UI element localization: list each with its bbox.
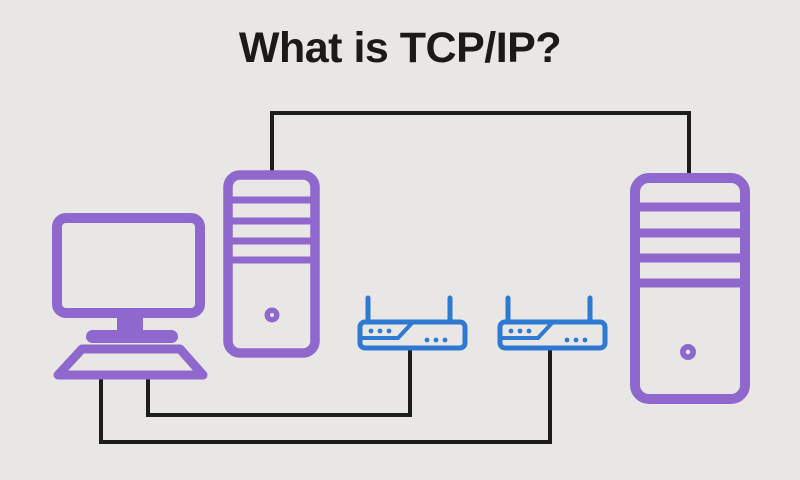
router-led <box>424 337 430 343</box>
router-led <box>517 328 523 334</box>
router-panel-divider <box>501 321 554 340</box>
wire-computer-to-router-1 <box>146 344 412 417</box>
router-icon-1 <box>357 295 468 351</box>
power-button-dot <box>685 349 691 355</box>
router-icon-2 <box>497 295 608 351</box>
keyboard-icon <box>53 344 208 380</box>
router-led <box>368 328 374 334</box>
router-led <box>564 337 570 343</box>
wire-computer-to-router-2 <box>99 344 552 444</box>
monitor-base <box>86 330 178 343</box>
server-tower-icon-left <box>223 170 320 358</box>
power-button-dot <box>270 313 274 317</box>
router-led <box>442 337 448 343</box>
router-body <box>357 319 468 351</box>
router-led <box>433 337 439 343</box>
router-led <box>582 337 588 343</box>
router-led <box>526 328 532 334</box>
page-title: What is TCP/IP? <box>238 24 562 72</box>
router-panel-divider <box>361 321 414 340</box>
monitor-screen <box>52 213 205 318</box>
wire-server-to-server <box>270 111 691 182</box>
router-led <box>573 337 579 343</box>
router-body <box>497 319 608 351</box>
router-led <box>508 328 514 334</box>
router-led <box>386 328 392 334</box>
server-tower-icon-right <box>630 173 750 404</box>
connections <box>99 111 691 444</box>
desktop-computer-icon <box>52 213 208 380</box>
router-led <box>377 328 383 334</box>
